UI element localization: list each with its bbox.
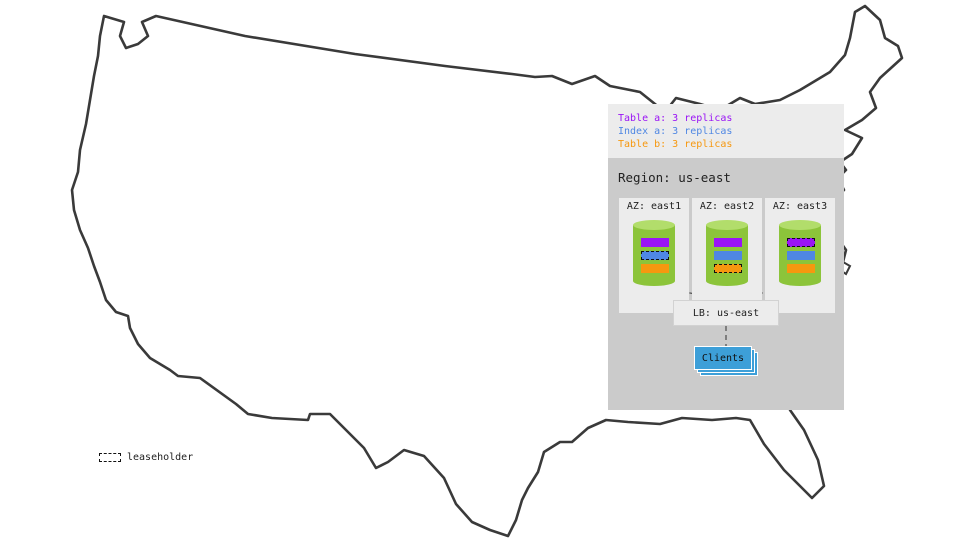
region-panel: Region: us-east AZ: east1 AZ: ea xyxy=(608,158,844,410)
database-node-icon xyxy=(779,220,821,286)
leaseholder-key: leaseholder xyxy=(99,451,193,463)
replica-index-a xyxy=(714,251,742,260)
legend-table-b: Table b: 3 replicas xyxy=(618,139,733,150)
database-node-icon xyxy=(706,220,748,286)
az-east2: AZ: east2 xyxy=(692,198,762,313)
replica-table-a xyxy=(787,238,815,247)
az-label: AZ: east2 xyxy=(699,201,755,212)
availability-zones: AZ: east1 AZ: east2 xyxy=(619,198,835,313)
az-east1: AZ: east1 xyxy=(619,198,689,313)
replica-legend: Table a: 3 replicas Index a: 3 replicas … xyxy=(608,104,844,158)
replica-table-a xyxy=(714,238,742,247)
az-east3: AZ: east3 xyxy=(765,198,835,313)
az-label: AZ: east3 xyxy=(772,201,828,212)
legend-table-a: Table a: 3 replicas xyxy=(618,113,733,124)
clients-stack: Clients xyxy=(694,346,760,376)
replica-table-b xyxy=(641,264,669,273)
clients-card: Clients xyxy=(694,346,752,370)
replica-index-a xyxy=(787,251,815,260)
replica-table-a xyxy=(641,238,669,247)
replica-table-b xyxy=(787,264,815,273)
az-label: AZ: east1 xyxy=(626,201,682,212)
clients-label: Clients xyxy=(701,352,745,364)
load-balancer-label: LB: us-east xyxy=(692,307,760,319)
legend-index-a: Index a: 3 replicas xyxy=(618,126,733,137)
region-title: Region: us-east xyxy=(618,170,731,185)
database-node-icon xyxy=(633,220,675,286)
leaseholder-key-label: leaseholder xyxy=(127,451,194,463)
load-balancer: LB: us-east xyxy=(673,300,779,326)
replica-index-a xyxy=(641,251,669,260)
leaseholder-swatch xyxy=(99,452,121,462)
replica-table-b xyxy=(714,264,742,273)
